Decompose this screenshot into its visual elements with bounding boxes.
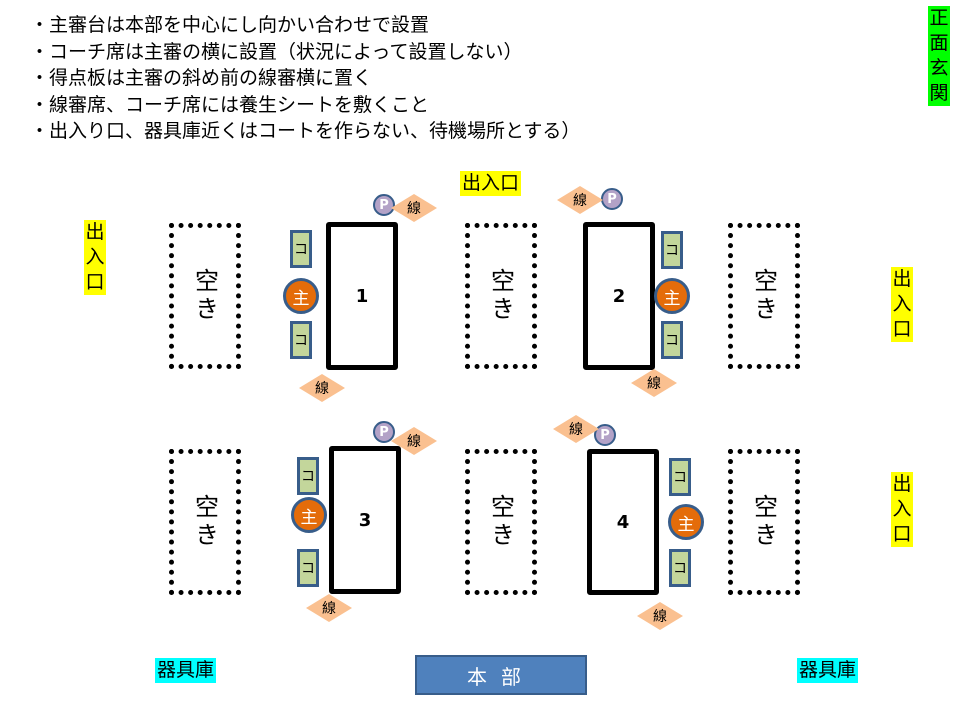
court-3: 3	[329, 446, 401, 594]
court-number: 3	[358, 509, 372, 531]
line-judge-marker: 線	[391, 427, 437, 455]
scoreboard-marker: P	[373, 421, 395, 443]
coach-label: コ	[673, 561, 687, 577]
line-judge-label: 線	[569, 422, 583, 438]
line-judge-marker: 線	[557, 186, 603, 214]
headquarters-label: 本部	[467, 664, 535, 689]
line-judge-label: 線	[322, 601, 336, 617]
char: 出	[892, 268, 912, 290]
coach-label: コ	[673, 470, 687, 486]
referee-stand: 主	[668, 504, 704, 540]
empty-area: 空き	[465, 223, 537, 369]
note-line: ・得点板は主審の斜め前の線審横に置く	[30, 67, 373, 89]
char: 口	[892, 523, 912, 545]
line-judge-label: 線	[573, 193, 587, 209]
scoreboard-label: P	[379, 424, 389, 440]
char: 関	[929, 82, 949, 104]
referee-label: 主	[292, 288, 310, 309]
scoreboard-label: P	[379, 197, 389, 213]
empty-label: 空き	[749, 268, 778, 324]
entrance-right-lower-label: 出 入 口	[891, 472, 913, 547]
note-line: ・主審台は本部を中心にし向かい合わせで設置	[30, 14, 430, 36]
referee-label: 主	[663, 288, 681, 309]
line-judge-label: 線	[653, 609, 667, 625]
scoreboard-marker: P	[594, 424, 616, 446]
storage-right-label: 器具庫	[797, 658, 859, 683]
char: 面	[929, 32, 949, 54]
coach-label: コ	[665, 333, 679, 349]
char: 正	[929, 7, 949, 29]
referee-stand: 主	[283, 278, 319, 314]
court-number: 1	[355, 285, 369, 307]
note-line: ・コーチ席は主審の横に設置（状況によって設置しない）	[30, 40, 523, 63]
line-judge-marker: 線	[553, 415, 599, 443]
char: 入	[85, 246, 105, 268]
referee-label: 主	[677, 514, 695, 535]
line-judge-marker: 線	[631, 369, 677, 397]
coach-label: コ	[294, 242, 308, 258]
referee-label: 主	[300, 507, 318, 528]
note-line: ・線審席、コーチ席には養生シートを敷くこと	[30, 93, 430, 116]
headquarters-box: 本部	[415, 655, 587, 695]
line-judge-marker: 線	[299, 374, 345, 402]
line-judge-label: 線	[315, 381, 329, 397]
coach-seat: コ	[290, 321, 312, 359]
empty-label: 空き	[190, 494, 219, 550]
line-judge-marker: 線	[306, 594, 352, 622]
char: 入	[892, 498, 912, 520]
coach-seat: コ	[661, 231, 683, 269]
scoreboard-label: P	[607, 191, 617, 207]
court-number: 2	[612, 285, 626, 307]
coach-seat: コ	[669, 549, 691, 587]
entrance-top-label: 出入口	[460, 171, 522, 196]
char: 口	[892, 318, 912, 340]
entrance-right-upper-label: 出 入 口	[891, 267, 913, 342]
line-judge-label: 線	[407, 434, 421, 450]
line-judge-marker: 線	[391, 194, 437, 222]
court-1: 1	[326, 222, 398, 370]
coach-seat: コ	[661, 321, 683, 359]
line-judge-label: 線	[647, 376, 661, 392]
main-entrance-label: 正 面 玄 関	[928, 6, 950, 106]
scoreboard-marker: P	[373, 194, 395, 216]
coach-label: コ	[301, 469, 315, 485]
char: 口	[85, 271, 105, 293]
scoreboard-label: P	[600, 427, 610, 443]
empty-area: 空き	[728, 449, 800, 595]
entrance-left-label: 出 入 口	[84, 220, 106, 295]
coach-seat: コ	[669, 458, 691, 496]
coach-seat: コ	[297, 457, 319, 495]
court-2: 2	[583, 222, 655, 370]
empty-label: 空き	[749, 494, 778, 550]
empty-label: 空き	[190, 268, 219, 324]
empty-label: 空き	[486, 494, 515, 550]
line-judge-label: 線	[407, 201, 421, 217]
empty-label: 空き	[486, 268, 515, 324]
coach-label: コ	[301, 561, 315, 577]
court-number: 4	[616, 511, 630, 533]
empty-area: 空き	[169, 223, 241, 369]
line-judge-marker: 線	[637, 602, 683, 630]
char: 出	[85, 221, 105, 243]
coach-seat: コ	[290, 230, 312, 268]
char: 入	[892, 293, 912, 315]
coach-seat: コ	[297, 549, 319, 587]
empty-area: 空き	[728, 223, 800, 369]
scoreboard-marker: P	[601, 188, 623, 210]
note-line: ・出入り口、器具庫近くはコートを作らない、待機場所とする）	[30, 120, 581, 142]
referee-stand: 主	[291, 497, 327, 533]
coach-label: コ	[665, 243, 679, 259]
referee-stand: 主	[654, 278, 690, 314]
char: 出	[892, 473, 912, 495]
empty-area: 空き	[465, 449, 537, 595]
coach-label: コ	[294, 333, 308, 349]
char: 玄	[929, 57, 949, 79]
instruction-notes: ・主審台は本部を中心にし向かい合わせで設置 ・コーチ席は主審の横に設置（状況によ…	[30, 12, 580, 145]
storage-left-label: 器具庫	[155, 658, 217, 683]
court-4: 4	[587, 449, 659, 595]
empty-area: 空き	[169, 449, 241, 595]
